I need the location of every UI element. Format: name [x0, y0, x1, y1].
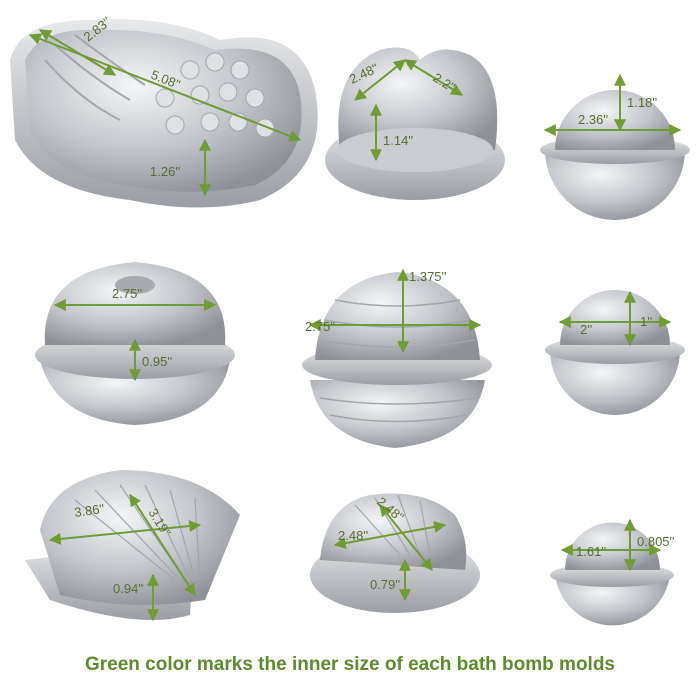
beehive-label-diameter: 2.75'' [305, 319, 335, 334]
scallop-label-width: 2.48'' [338, 528, 368, 543]
small-sphere-label-diameter: 1.61'' [576, 544, 606, 559]
small-sphere-label-depth: 0.805'' [637, 534, 675, 549]
pineapple-label-depth: 1.26'' [150, 164, 180, 179]
large-sphere-mold: 2.36'' 1.18'' [540, 73, 690, 220]
medium-sphere-label-depth: 1'' [640, 314, 652, 329]
fan-shell-mold: 3.86'' 3.19'' 0.94'' [25, 470, 240, 622]
fan-shell-label-depth: 0.94'' [113, 581, 143, 596]
donut-label-depth: 0.95'' [142, 354, 172, 369]
heart-label-depth: 1.14'' [383, 133, 413, 148]
large-sphere-label-diameter: 2.36'' [578, 112, 608, 127]
scallop-label-depth: 0.79'' [370, 577, 400, 592]
beehive-label-depth: 1.375'' [409, 269, 447, 284]
heart-mold: 2.48'' 2.2'' 1.14'' [325, 47, 505, 200]
caption: Green color marks the inner size of each… [84, 654, 615, 675]
medium-sphere-label-diameter: 2'' [580, 322, 592, 337]
large-sphere-label-depth: 1.18'' [627, 95, 657, 110]
scallop-shell-mold: 2.48'' 2.48'' 0.79'' [310, 493, 480, 613]
donut-label-diameter: 2.75'' [112, 286, 142, 301]
medium-sphere-mold: 2'' 1'' [545, 290, 685, 415]
donut-mold: 2.75'' 0.95'' [35, 262, 235, 425]
beehive-mold: 1.375'' 2.75'' [302, 268, 492, 448]
small-sphere-mold: 1.61'' 0.805'' [550, 518, 675, 626]
fan-shell-label-width: 3.86'' [73, 501, 105, 520]
pineapple-mold: 2.83'' 5.08'' 1.26'' [10, 14, 318, 208]
